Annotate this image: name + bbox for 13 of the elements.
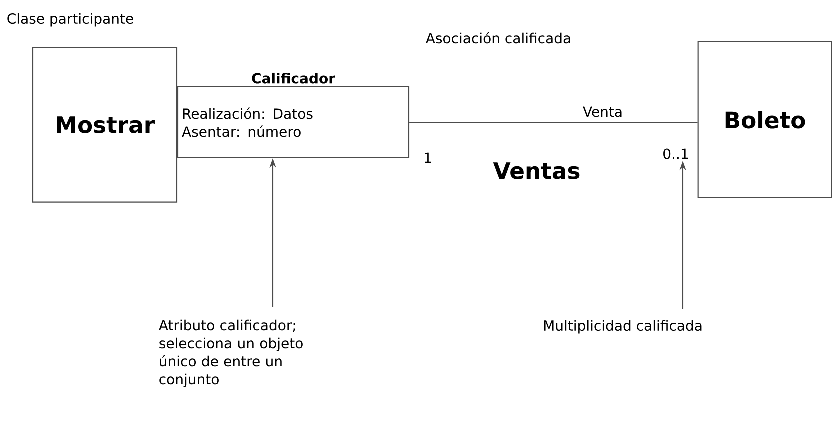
edge-label: Venta [582,105,624,119]
association-name: Ventas [493,162,580,180]
annotation-text: Atributo calificador; selecciona un objeto único de entre un conjunto [158,320,303,388]
multiplicity-label: 1 [425,152,432,164]
class-box: Mostrar [32,47,178,203]
node-label: Calificador [252,72,336,84]
qualifier-box: Calificador Realización: Datos Asentar: número [177,72,410,159]
caption-text: Asociación calificada [426,32,570,44]
association-line [410,122,698,124]
caption-text: Clase participante [8,13,134,27]
multiplicity-label: 0..1 [664,148,688,160]
annotation-text: Multiplicidad calificada [544,320,702,334]
class-box: Boleto [698,41,832,199]
